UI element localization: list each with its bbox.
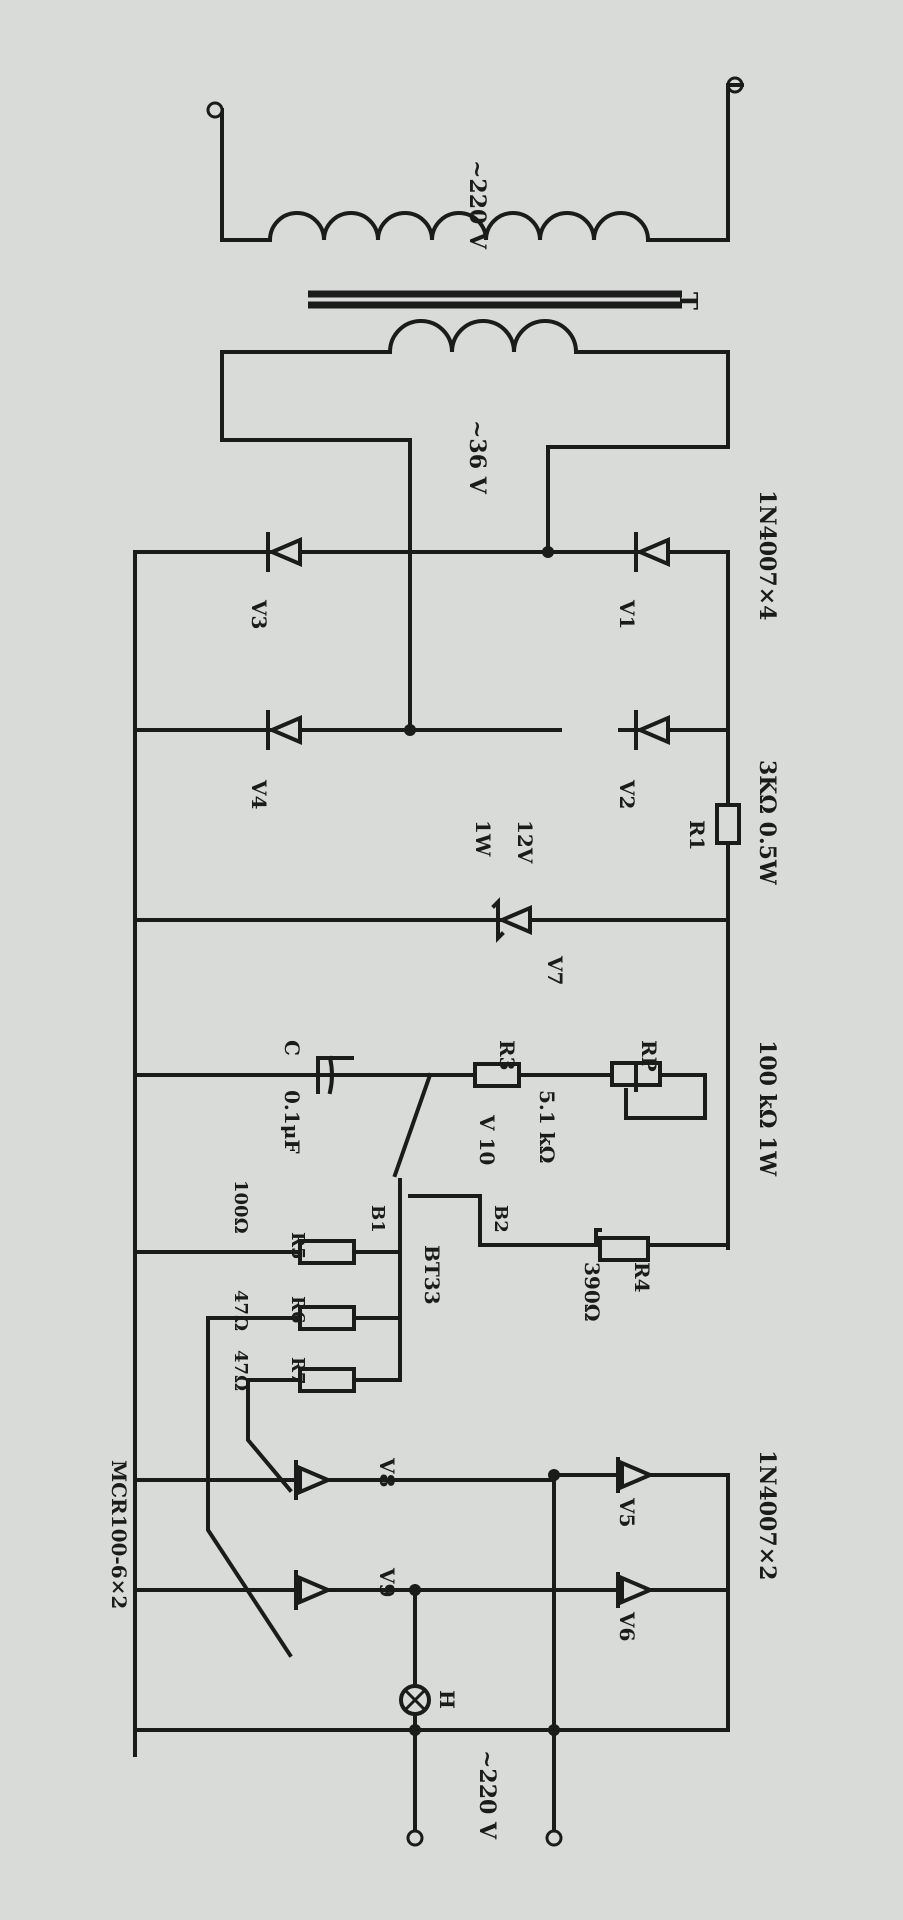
diode-v3 xyxy=(266,532,302,572)
label-v4: V4 xyxy=(247,779,271,810)
label-v9: V9 xyxy=(375,1567,399,1597)
label-bridge-diodes: 1N4007×4 xyxy=(754,490,780,620)
zener-v7-branch xyxy=(133,897,730,943)
label-b2: B2 xyxy=(490,1205,511,1233)
label-lamp: H xyxy=(435,1690,459,1709)
diode-v2 xyxy=(634,710,670,750)
primary-terminal-bottom[interactable] xyxy=(206,101,224,119)
label-r1-value: 3KΩ 0.5W xyxy=(754,760,780,885)
ujt-bt33 xyxy=(133,1178,730,1382)
label-rp-value: 100 kΩ 1W xyxy=(754,1040,780,1176)
label-c-value: 0.1μF xyxy=(280,1090,304,1154)
diode-v1 xyxy=(634,532,670,572)
lamp-h xyxy=(399,1684,431,1716)
label-primary-voltage: ~220 V xyxy=(464,160,490,250)
label-r7: R7 xyxy=(287,1357,308,1384)
output-terminal-left[interactable] xyxy=(406,1829,424,1847)
label-v2: V2 xyxy=(615,779,639,809)
label-r4: R4 xyxy=(630,1262,654,1293)
label-transformer: T xyxy=(674,292,703,310)
label-r3-value: 5.1 kΩ xyxy=(535,1090,559,1163)
label-b1: B1 xyxy=(367,1205,388,1233)
label-v7: V7 xyxy=(543,955,567,985)
transformer-core xyxy=(308,290,682,309)
label-v5: V5 xyxy=(615,1497,639,1527)
resistor-r1 xyxy=(715,778,741,922)
transformer-secondary-winding xyxy=(220,319,730,732)
label-zener-value: 12V xyxy=(513,820,537,864)
label-v8: V8 xyxy=(375,1457,399,1487)
label-r5: R5 xyxy=(287,1232,308,1259)
transformer-primary-winding xyxy=(206,76,744,243)
label-out-diodes: 1N4007×2 xyxy=(754,1450,780,1580)
label-r6-value: 47Ω xyxy=(230,1290,251,1331)
label-rp: RP xyxy=(637,1040,661,1072)
label-r7-value: 47Ω xyxy=(230,1350,251,1391)
label-v6: V6 xyxy=(615,1611,639,1641)
scr-v8 xyxy=(133,1460,556,1500)
gate-resistors xyxy=(206,1305,402,1658)
label-scr-model: MCR100-6×2 xyxy=(107,1460,131,1609)
rp-r3-c-chain xyxy=(133,918,730,1207)
resistor-r4 xyxy=(598,1236,650,1262)
label-v3: V3 xyxy=(247,599,271,629)
resistor-r3 xyxy=(473,1062,521,1088)
label-r3: R3 xyxy=(495,1040,519,1071)
label-r5-value: 100Ω xyxy=(230,1180,251,1234)
label-secondary-voltage: ~36 V xyxy=(464,420,490,495)
label-output-voltage: ~220 V xyxy=(474,1750,500,1840)
label-v1: V1 xyxy=(615,599,639,629)
output-terminal-right[interactable] xyxy=(545,1829,563,1847)
label-v10: V 10 xyxy=(475,1114,499,1165)
label-r6: R6 xyxy=(287,1296,308,1323)
diode-v4 xyxy=(266,710,302,750)
label-zener-power: 1W xyxy=(471,820,495,857)
label-r1: R1 xyxy=(685,820,709,851)
label-c: C xyxy=(280,1040,304,1056)
label-ujt: BT33 xyxy=(420,1245,444,1305)
label-r4-value: 390Ω xyxy=(580,1262,604,1322)
